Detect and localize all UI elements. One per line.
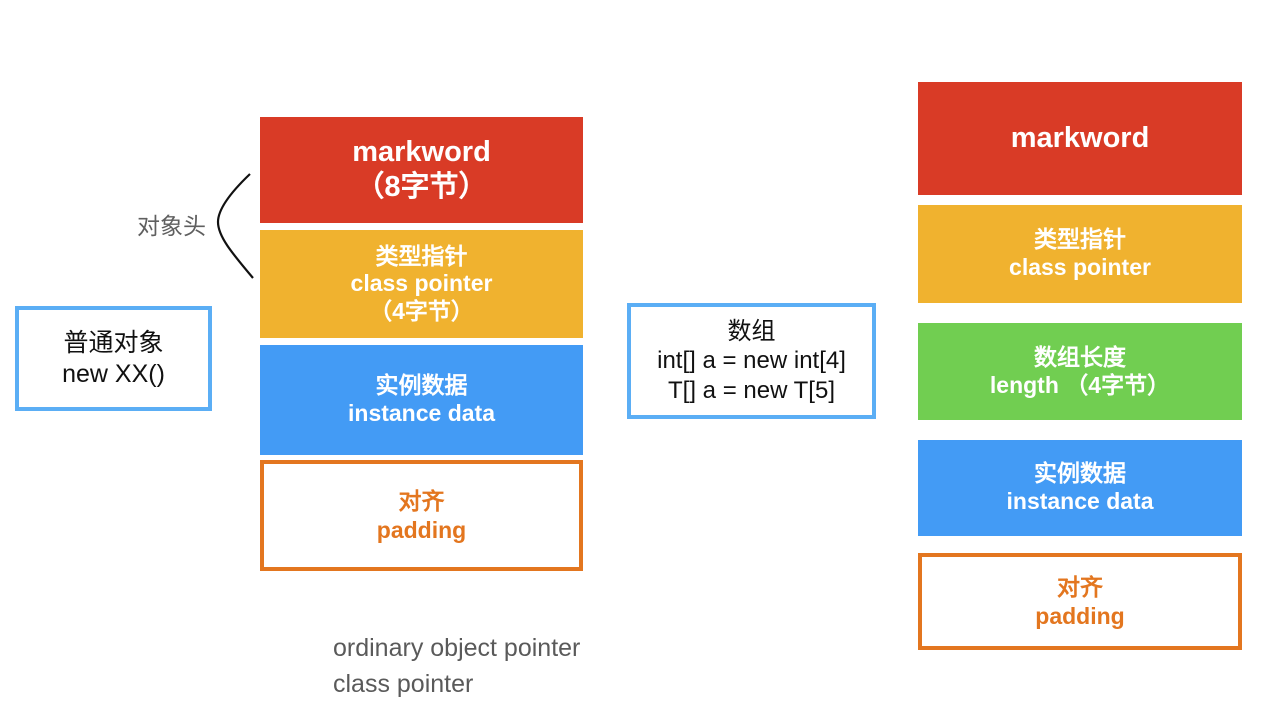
bottom-caption-line2: class pointer — [333, 669, 474, 698]
ordinary-block-padding: 对齐 padding — [260, 460, 583, 571]
array-instance-data-line2: instance data — [1006, 488, 1154, 514]
array-block-instance-data: 实例数据 instance data — [918, 440, 1242, 536]
ordinary-object-callout-line2: new XX() — [62, 359, 165, 388]
ordinary-block-class-pointer: 类型指针 class pointer （4字节） — [260, 230, 583, 338]
ordinary-instance-data-line1: 实例数据 — [375, 372, 468, 399]
array-object-callout-line3: T[] a = new T[5] — [668, 376, 835, 404]
ordinary-block-markword: markword （8字节） — [260, 117, 583, 223]
array-block-class-pointer: 类型指针 class pointer — [918, 205, 1242, 303]
array-padding-line1: 对齐 — [1057, 574, 1103, 601]
ordinary-padding-line2: padding — [376, 516, 467, 543]
array-class-pointer-line1: 类型指针 — [1034, 226, 1126, 253]
ordinary-object-callout-line1: 普通对象 — [63, 329, 164, 357]
array-block-padding: 对齐 padding — [918, 553, 1242, 650]
array-markword-line1: markword — [1010, 122, 1150, 155]
array-length-line1: 数组长度 — [1034, 343, 1126, 370]
ordinary-block-instance-data: 实例数据 instance data — [260, 345, 583, 455]
array-object-callout-line1: 数组 — [727, 318, 776, 346]
ordinary-markword-line2: （8字节） — [355, 171, 488, 203]
ordinary-class-pointer-line2: class pointer — [350, 270, 493, 297]
bottom-caption-line1: ordinary object pointer — [333, 634, 581, 662]
object-header-brace-icon — [216, 173, 254, 279]
ordinary-object-callout: 普通对象 new XX() — [15, 306, 212, 411]
ordinary-instance-data-line2: instance data — [348, 400, 495, 426]
array-length-line2: length （4字节） — [989, 371, 1171, 398]
array-object-callout: 数组 int[] a = new int[4] T[] a = new T[5] — [627, 303, 876, 419]
array-instance-data-line1: 实例数据 — [1034, 460, 1126, 487]
array-class-pointer-line2: class pointer — [1009, 254, 1151, 280]
ordinary-class-pointer-line3: （4字节） — [369, 297, 474, 324]
array-object-callout-line2: int[] a = new int[4] — [657, 347, 846, 375]
ordinary-markword-line1: markword — [352, 136, 491, 169]
ordinary-class-pointer-line1: 类型指针 — [375, 242, 468, 269]
array-block-markword: markword — [918, 82, 1242, 195]
ordinary-padding-line1: 对齐 — [398, 488, 445, 515]
object-header-label: 对象头 — [137, 213, 206, 239]
array-block-array-length: 数组长度 length （4字节） — [918, 323, 1242, 420]
array-padding-line2: padding — [1035, 602, 1125, 629]
bottom-caption: ordinary object pointer class pointer — [333, 631, 580, 702]
